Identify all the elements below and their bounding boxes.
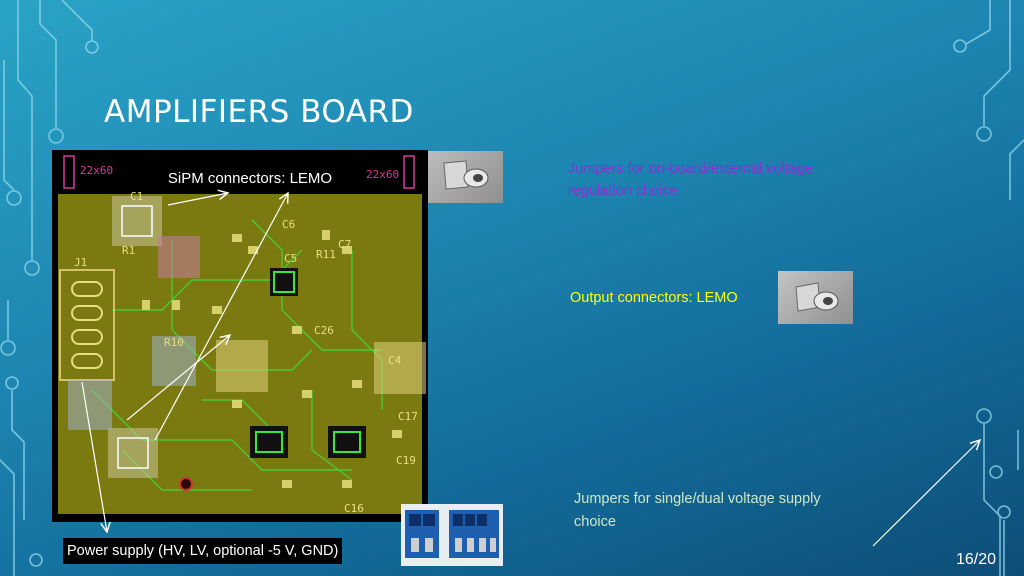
- jumpers-onboard-external-text: Jumpers for on-board/external voltage re…: [568, 161, 814, 199]
- pcb-drawing: 22x60 22x60: [54, 152, 426, 520]
- pcb-label-r1: R1: [122, 244, 135, 257]
- pcb-label-r10: R10: [164, 336, 184, 349]
- page-number: 16/20: [956, 551, 997, 568]
- lemo-connector-icon: [795, 282, 839, 312]
- pcb-label-c5: C5: [284, 252, 297, 265]
- pcb-layout-image: 22x60 22x60: [52, 150, 428, 522]
- power-supply-label: Power supply (HV, LV, optional -5 V, GND…: [63, 538, 343, 564]
- pcb-corner-mark-right: 22x60: [366, 168, 399, 181]
- pcb-label-c7: C7: [338, 238, 351, 251]
- terminal-block-icon: [405, 510, 499, 558]
- pcb-label-j1: J1: [74, 256, 87, 269]
- pcb-label-c4: C4: [388, 354, 402, 367]
- lemo-output-connector-photo: [778, 271, 853, 324]
- pcb-label-c6: C6: [282, 218, 295, 231]
- pcb-label-r11: R11: [316, 248, 336, 261]
- pcb-label-c26: C26: [314, 324, 334, 337]
- jumpers-single-dual-text: Jumpers for single/dual voltage supply c…: [574, 491, 821, 530]
- pcb-label-c16: C16: [344, 502, 364, 515]
- pcb-label-c1: C1: [130, 190, 143, 203]
- sipm-connectors-label: SiPM connectors: LEMO: [150, 166, 350, 192]
- output-connectors-text: Output connectors: LEMO: [570, 290, 738, 306]
- pcb-label-c17: C17: [398, 410, 418, 423]
- pcb-corner-mark-left: 22x60: [80, 164, 113, 177]
- slide-title: AMPLIFIERS BOARD: [104, 94, 414, 130]
- lemo-connector-icon: [443, 160, 489, 190]
- terminal-block-photo: [401, 504, 503, 566]
- lemo-connector-photo: [428, 151, 503, 203]
- pcb-label-c19: C19: [396, 454, 416, 467]
